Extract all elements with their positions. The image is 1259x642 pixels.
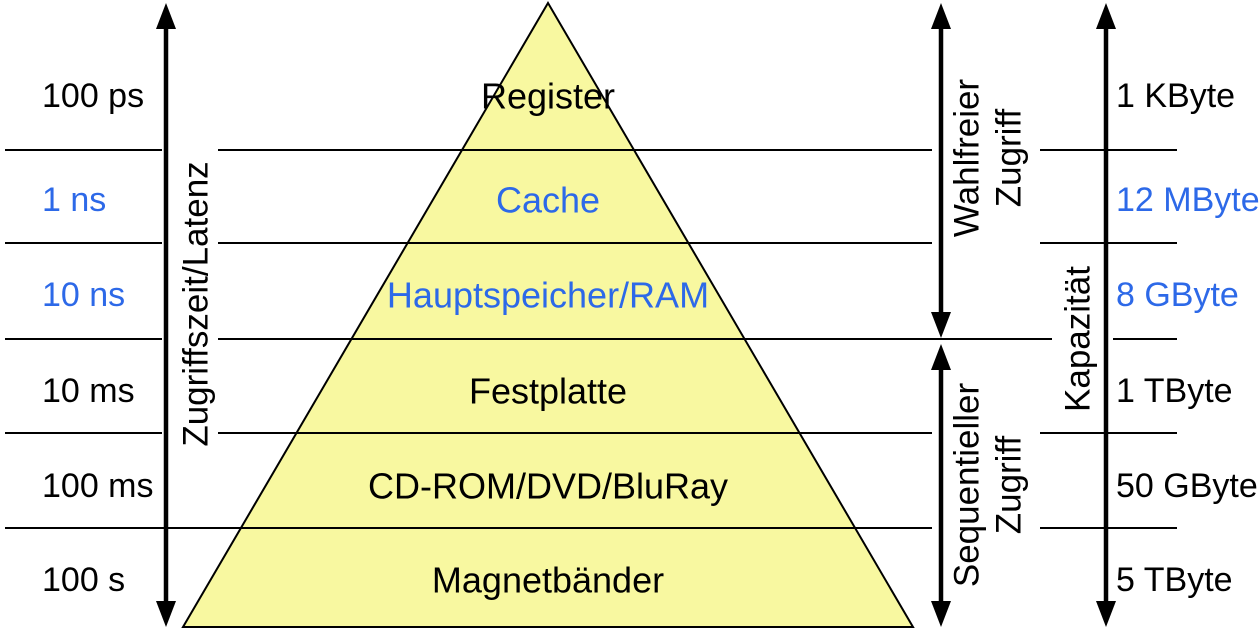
latency-tick: 1 ns: [42, 181, 106, 219]
pyramid-level-label: Register: [481, 76, 615, 117]
pyramid-level-label: Cache: [496, 180, 600, 221]
pyramid-level-label: Festplatte: [469, 371, 627, 412]
capacity-axis-label: Kapazität: [1059, 266, 1098, 412]
pyramid-level-label: Hauptspeicher/RAM: [387, 275, 709, 316]
capacity-ticks: 1 KByte 12 MByte 8 GByte 1 TByte 50 GByt…: [1116, 77, 1259, 599]
capacity-tick: 12 MByte: [1116, 181, 1259, 219]
pyramid-shape: [181, 1, 915, 628]
latency-axis-label: Zugriffszeit/Latenz: [177, 161, 216, 446]
latency-tick: 100 ps: [42, 77, 144, 115]
sequential-access-label-line1: Sequentieller: [948, 383, 987, 588]
arrow-down-icon: [931, 601, 951, 627]
capacity-tick: 1 KByte: [1116, 77, 1235, 115]
latency-tick: 10 ms: [42, 372, 135, 410]
random-access-label-line1: Wahlfreier: [948, 79, 987, 238]
arrow-up-icon: [931, 3, 951, 29]
pyramid-level-label: Magnetbänder: [432, 560, 664, 601]
latency-ticks: 100 ps 1 ns 10 ns 10 ms 100 ms 100 s: [42, 77, 154, 599]
capacity-tick: 1 TByte: [1116, 372, 1233, 410]
latency-tick: 10 ns: [42, 276, 125, 314]
level-boundary-lines: [5, 149, 1177, 529]
latency-tick: 100 ms: [42, 467, 154, 505]
pyramid: [181, 1, 915, 628]
random-access-arrow: Wahlfreier Zugriff: [931, 3, 1029, 338]
pyramid-level-labels: Register Cache Hauptspeicher/RAM Festpla…: [368, 76, 728, 601]
sequential-access-label-line2: Zugriff: [990, 435, 1029, 534]
pyramid-level-label: CD-ROM/DVD/BluRay: [368, 466, 728, 507]
arrow-up-icon: [1096, 3, 1116, 29]
capacity-tick: 5 TByte: [1116, 561, 1233, 599]
capacity-axis: Kapazität 1 KByte 12 MByte 8 GByte 1 TBy…: [1059, 3, 1259, 627]
random-access-label-line2: Zugriff: [990, 108, 1029, 207]
arrow-down-icon: [156, 601, 176, 627]
arrow-up-icon: [931, 344, 951, 370]
sequential-access-arrow: Sequentieller Zugriff: [931, 344, 1029, 627]
arrow-down-icon: [931, 312, 951, 338]
capacity-tick: 8 GByte: [1116, 276, 1239, 314]
latency-tick: 100 s: [42, 561, 125, 599]
latency-axis: Zugriffszeit/Latenz 100 ps 1 ns 10 ns 10…: [42, 3, 216, 627]
capacity-tick: 50 GByte: [1116, 467, 1258, 505]
arrow-down-icon: [1096, 601, 1116, 627]
arrow-up-icon: [156, 3, 176, 29]
